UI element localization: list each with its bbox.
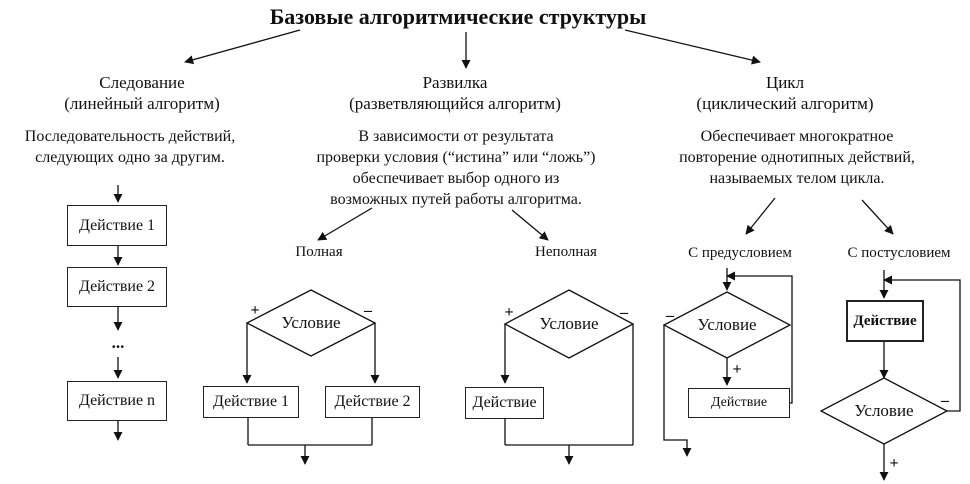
pre-loop-minus: – (666, 307, 674, 324)
full-branch-diamond (245, 289, 377, 357)
diagram-title: Базовые алгоритмические структуры (269, 4, 647, 29)
partial-branch-label: Неполная (535, 244, 597, 260)
post-loop-minus: – (941, 392, 949, 409)
partial-branch-action: Действие (465, 387, 544, 419)
branch-desc-line: проверки условия (“истина” или “ложь”) (316, 149, 596, 166)
loop-subtitle: (циклический алгоритм) (696, 94, 874, 113)
sequence-desc-line: Последовательность действий, (24, 128, 236, 145)
post-loop-action: Действие (846, 300, 924, 342)
branch-desc-line: В зависимости от результата (358, 128, 554, 145)
post-loop-label: С постусловием (847, 245, 951, 261)
loop-desc-line: Обеспечивает многократное (700, 128, 894, 145)
post-loop-condition: Условие (854, 401, 914, 420)
branch-desc-line: возможных путей работы алгоритма. (330, 191, 582, 208)
pre-loop-condition: Условие (697, 315, 757, 334)
sequence-subtitle: (линейный алгоритм) (64, 94, 220, 113)
sequence-step-1: Действие 1 (67, 205, 167, 246)
branch-name: Развилка (422, 73, 488, 92)
full-branch-plus: + (250, 302, 260, 319)
post-loop-plus: + (889, 455, 899, 472)
sequence-step-2: Действие 2 (67, 267, 167, 307)
loop-desc-line: повторение однотипных действий, (679, 149, 915, 166)
sequence-desc-line: следующих одно за другим. (35, 149, 225, 166)
sequence-step-n: Действие n (67, 381, 167, 421)
title-arrow-left (184, 29, 301, 65)
full-branch-label: Полная (295, 244, 343, 260)
partial-branch-plus: + (504, 304, 514, 321)
partial-branch-minus: – (620, 304, 628, 321)
sequence-ellipsis: ... (111, 333, 125, 352)
pre-loop-label: С предусловием (688, 245, 792, 261)
full-branch-minus: – (364, 302, 372, 319)
partial-branch-diamond (503, 289, 635, 359)
partial-branch-condition: Условие (539, 314, 599, 333)
loop-name: Цикл (765, 73, 805, 92)
full-branch-action-1: Действие 1 (203, 386, 299, 418)
full-branch-action-2: Действие 2 (325, 386, 420, 418)
sequence-name: Следование (99, 73, 185, 92)
pre-loop-action: Действие (688, 388, 790, 418)
loop-desc-line: называемых телом цикла. (709, 170, 885, 187)
full-branch-condition: Условие (281, 313, 341, 332)
branch-desc-line: обеспечивает выбор одного из (352, 170, 560, 187)
branch-subtitle: (разветвляющийся алгоритм) (349, 94, 561, 113)
pre-loop-plus: + (732, 361, 742, 378)
title-arrow-right (624, 29, 761, 65)
